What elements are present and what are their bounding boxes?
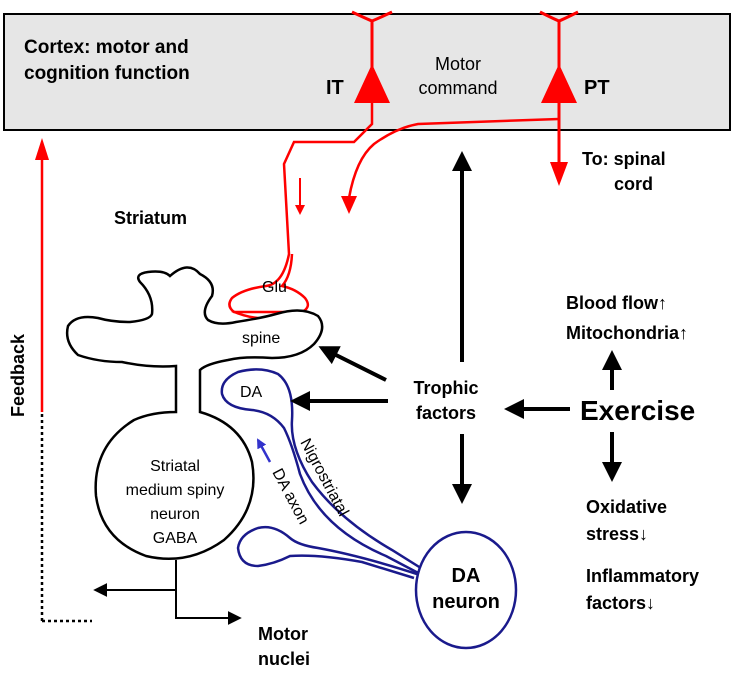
cortex-title-line1: Cortex: motor and bbox=[24, 37, 189, 58]
msn-line2: medium spiny bbox=[126, 482, 225, 499]
da-neuron-line2: neuron bbox=[432, 591, 500, 613]
exercise-label: Exercise bbox=[580, 395, 695, 426]
it-neuron bbox=[228, 10, 393, 320]
motor-command-line1: Motor bbox=[435, 54, 481, 74]
trophic-line1: Trophic bbox=[413, 378, 478, 398]
motor-command-line2: command bbox=[418, 78, 497, 98]
pt-label: PT bbox=[584, 77, 610, 99]
feedback-label: Feedback bbox=[8, 333, 28, 417]
msn-output-axon bbox=[175, 560, 242, 625]
spine-label: spine bbox=[242, 330, 280, 347]
pt-neuron bbox=[341, 10, 579, 214]
msn-line1: Striatal bbox=[150, 458, 200, 475]
msn-line4: GABA bbox=[153, 530, 198, 547]
da-axon-label: DA axon bbox=[268, 466, 311, 527]
da-neuron-soma bbox=[414, 530, 518, 650]
cortex-title-line2: cognition function bbox=[24, 63, 190, 84]
blood-flow-label: Blood flow↑ bbox=[566, 293, 667, 313]
glu-label: Glu bbox=[262, 279, 287, 296]
trophic-to-spine-arrow bbox=[318, 346, 387, 382]
medium-spiny-neuron bbox=[65, 266, 324, 561]
msn-line3: neuron bbox=[150, 506, 200, 523]
inflammatory-line2: factors↓ bbox=[586, 593, 655, 613]
striatum-label: Striatum bbox=[114, 208, 187, 228]
da-nigrostriatal-neuron bbox=[220, 368, 425, 580]
motor-nuclei-line2: nuclei bbox=[258, 649, 310, 669]
it-label: IT bbox=[326, 77, 344, 99]
mitochondria-label: Mitochondria↑ bbox=[566, 323, 688, 343]
spinal-cord-line2: cord bbox=[614, 174, 653, 194]
da-axon-direction-arrow bbox=[256, 438, 272, 463]
oxidative-line2: stress↓ bbox=[586, 524, 648, 544]
oxidative-line1: Oxidative bbox=[586, 497, 667, 517]
spinal-cord-line1: To: spinal bbox=[582, 149, 666, 169]
trophic-line2: factors bbox=[416, 403, 476, 423]
motor-nuclei-line1: Motor bbox=[258, 624, 308, 644]
da-neuron-line1: DA bbox=[452, 565, 481, 587]
feedback-arrowhead bbox=[35, 138, 49, 160]
inflammatory-line1: Inflammatory bbox=[586, 566, 699, 586]
cortex-box bbox=[3, 13, 731, 131]
da-terminal-label: DA bbox=[240, 384, 263, 401]
